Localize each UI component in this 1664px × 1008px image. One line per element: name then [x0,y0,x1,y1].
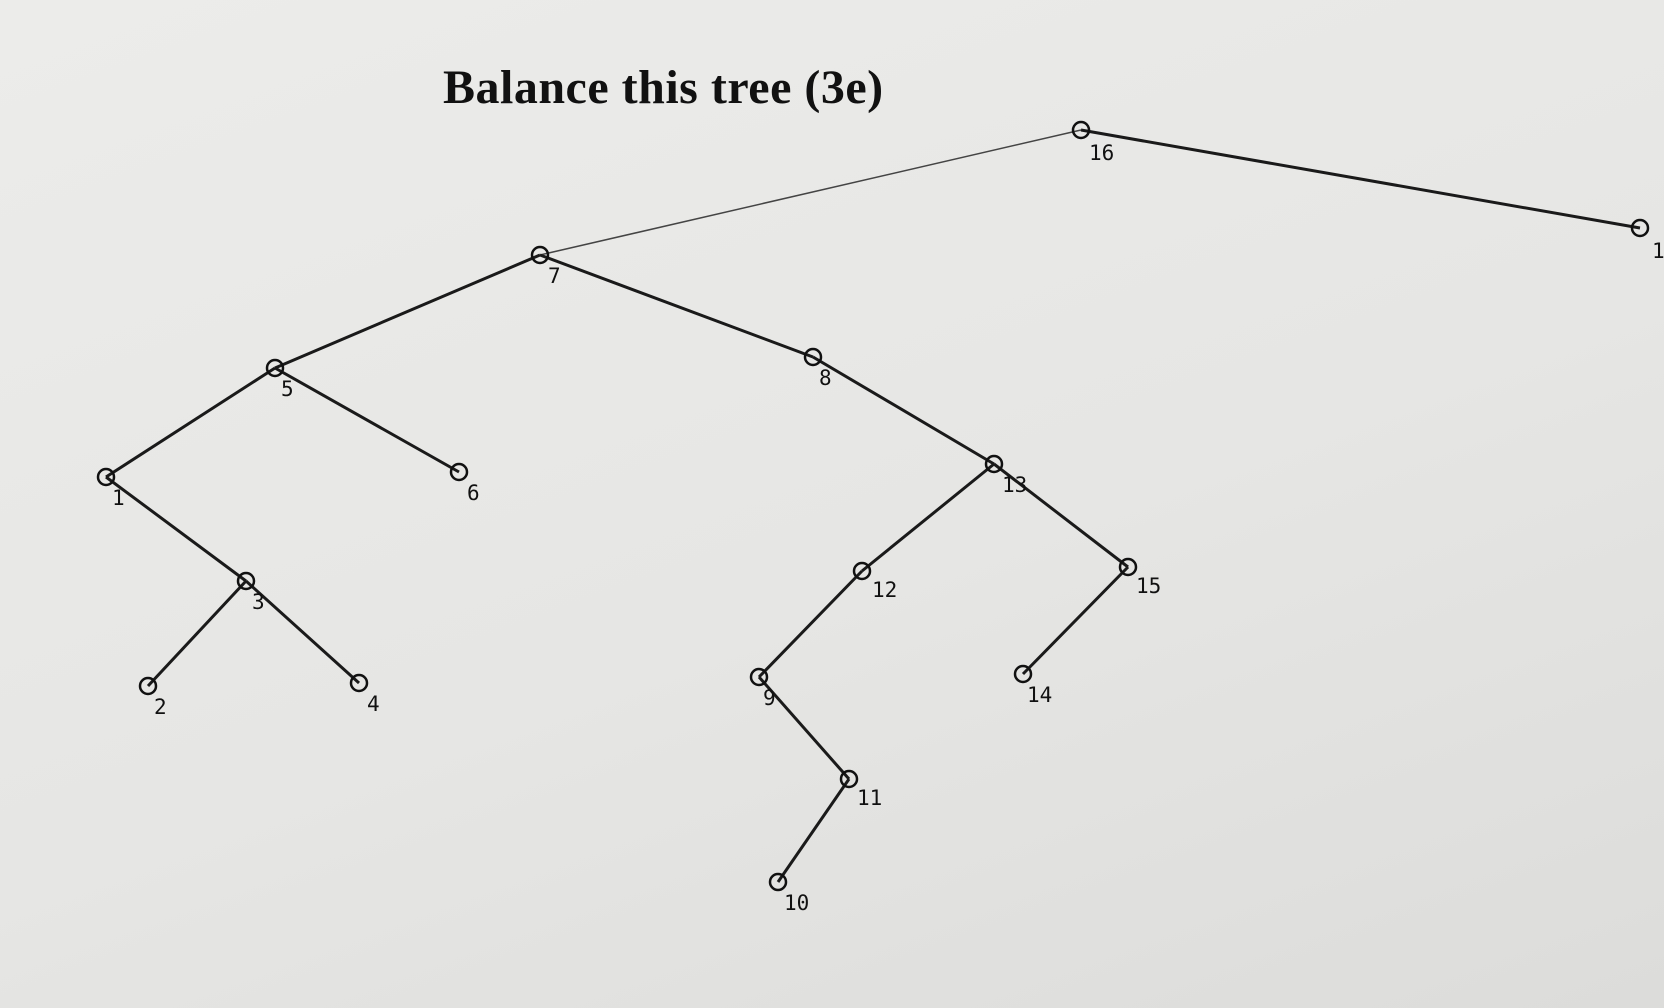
node-circle-9 [749,667,769,687]
node-label-17: 1 [1652,239,1664,263]
node-circle-2 [138,676,158,696]
node-circle-17 [1630,218,1650,238]
node-circle-8 [803,347,823,367]
edge-1-3 [105,475,247,583]
tree-node-6: 6 [449,462,480,505]
edge-3-4 [244,579,361,685]
edge-7-5 [274,253,541,370]
node-label-2: 2 [154,695,167,719]
node-label-3: 3 [252,590,265,614]
edge-12-9 [757,569,864,679]
node-circle-14 [1013,664,1033,684]
node-label-9: 9 [763,686,776,710]
tree-node-16: 16 [1071,120,1114,165]
tree-node-11: 11 [839,769,882,810]
tree-node-14: 14 [1013,664,1052,707]
node-label-10: 10 [784,891,809,915]
tree-node-5: 5 [265,358,294,401]
tree-node-17: 1 [1630,218,1664,263]
node-label-14: 14 [1027,683,1052,707]
tree-node-4: 4 [349,673,380,716]
node-circle-1 [96,467,116,487]
tree-node-12: 12 [852,561,897,602]
node-circle-6 [449,462,469,482]
node-label-12: 12 [872,578,897,602]
node-label-5: 5 [281,377,294,401]
node-circle-10 [768,872,788,892]
tree-node-7: 7 [530,245,561,288]
node-label-1: 1 [112,486,125,510]
node-circle-12 [852,561,872,581]
node-circle-11 [839,769,859,789]
node-label-4: 4 [367,692,380,716]
tree-edges [105,128,1641,883]
node-label-11: 11 [857,786,882,810]
edge-13-12 [861,462,995,573]
tree-node-13: 13 [984,454,1027,497]
tree-node-10: 10 [768,872,809,915]
node-label-15: 15 [1136,574,1161,598]
node-label-8: 8 [819,366,832,390]
edge-16-7 [539,129,1082,256]
node-circle-5 [265,358,285,378]
tree-node-2: 2 [138,676,167,719]
node-circle-7 [530,245,550,265]
edge-9-11 [757,676,851,780]
edge-5-1 [105,366,276,479]
node-label-6: 6 [467,481,480,505]
edge-11-10 [776,778,851,883]
tree-node-1: 1 [96,467,125,510]
node-label-13: 13 [1002,473,1027,497]
tree-node-3: 3 [236,571,265,614]
node-label-16: 16 [1089,141,1114,165]
edge-15-14 [1021,565,1130,676]
node-circle-16 [1071,120,1091,140]
tree-node-15: 15 [1118,557,1161,598]
node-circle-3 [236,571,256,591]
edge-13-15 [993,462,1129,569]
diagram-title: Balance this tree (3e) [443,61,884,114]
node-circle-4 [349,673,369,693]
tree-node-8: 8 [803,347,832,390]
node-label-7: 7 [548,264,561,288]
node-circle-15 [1118,557,1138,577]
edge-5-6 [274,366,460,474]
edge-8-13 [812,355,995,466]
edge-7-8 [539,253,814,359]
edge-3-2 [146,579,248,688]
tree-node-9: 9 [749,667,776,710]
node-circle-13 [984,454,1004,474]
edge-16-17 [1080,128,1641,230]
